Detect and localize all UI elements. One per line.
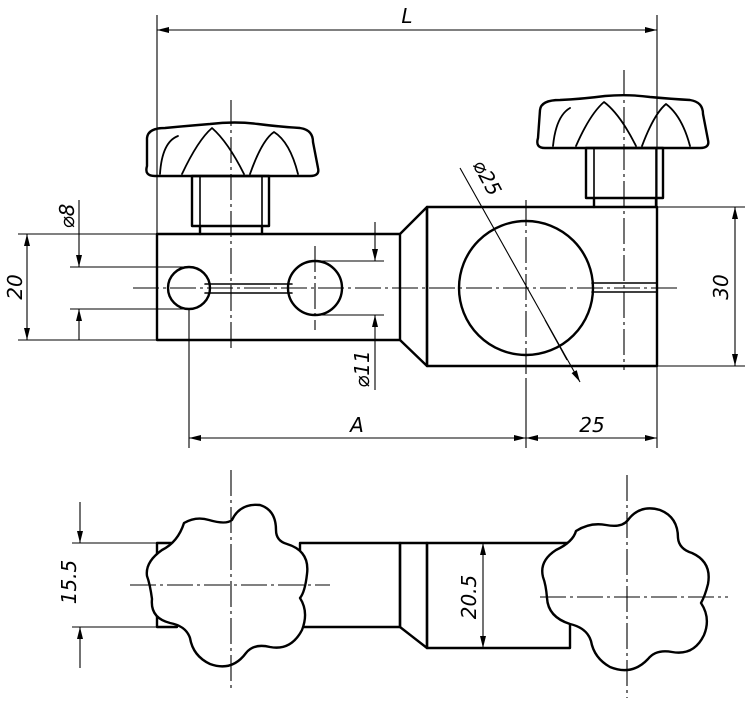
dim-small-bore: ⌀8 (55, 200, 189, 340)
dim-label-a: A (348, 413, 364, 437)
dim-overall-length: L (156, 4, 658, 234)
star-knob-icon (536, 94, 710, 150)
dim-left-width: 15.5 (57, 502, 157, 668)
dim-medium-bore: ⌀11 (315, 222, 384, 390)
dim-label-20-5: 20.5 (457, 575, 481, 620)
star-knob-icon (541, 507, 710, 672)
right-knob-side (536, 94, 710, 209)
clamp-slot (204, 282, 658, 294)
front-view: L 20 ⌀8 ⌀11 ⌀25 (3, 4, 745, 448)
dim-label-l: L (401, 4, 412, 28)
dim-right-width: 20.5 (457, 543, 486, 648)
top-center-lines (130, 470, 728, 698)
tapered-neck (398, 205, 429, 368)
dim-label-15-5: 15.5 (57, 560, 81, 605)
dim-label-medium-bore: ⌀11 (350, 350, 374, 388)
front-center-lines (133, 70, 680, 378)
dim-label-25: 25 (579, 413, 604, 437)
dim-large-bore: ⌀25 (459, 156, 581, 383)
right-clamp-block (425, 205, 659, 368)
left-clamp-block (155, 232, 402, 342)
star-knob-icon (145, 503, 309, 668)
dim-label-20: 20 (3, 274, 27, 299)
left-knob-side (145, 121, 320, 236)
top-view: 15.5 20.5 (57, 470, 728, 698)
dim-height-left: 20 (3, 233, 157, 341)
dim-height-right: 30 (657, 206, 745, 367)
top-tapered-neck (398, 541, 429, 650)
dim-label-30: 30 (709, 274, 733, 299)
dim-a-and-offset: A 25 (188, 310, 658, 448)
star-knob-icon (145, 121, 320, 178)
dim-label-small-bore: ⌀8 (55, 204, 79, 229)
